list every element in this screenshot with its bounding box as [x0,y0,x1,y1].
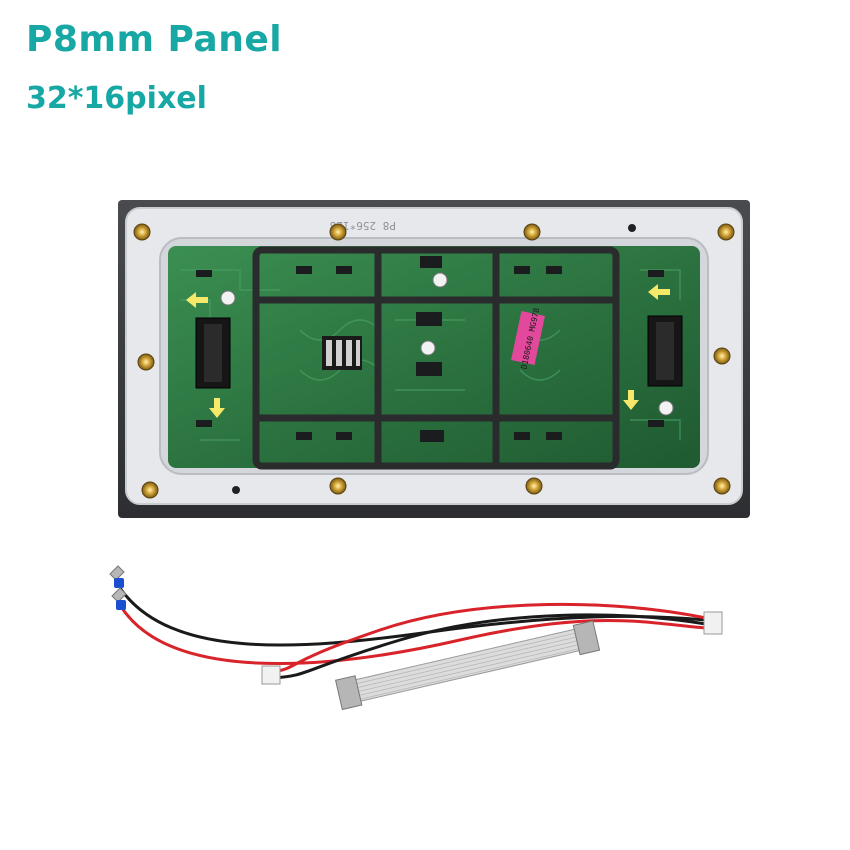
arrow-down-icon-right [623,390,639,410]
ribbon-cable [334,620,601,711]
page-subtitle: 32*16pixel [26,81,207,116]
data-connector-left [195,317,231,389]
fork-terminal-icon [109,565,127,610]
module-sticker: D180640 MG978 [511,307,545,370]
power-connector-left [261,665,281,685]
arrow-left-icon [186,292,208,308]
mask-frame [252,246,620,470]
ribbon-plug-left [334,675,363,711]
arrow-icons [186,284,670,418]
capacitors [220,272,674,416]
mounting-screws [133,223,735,499]
power-cable [109,565,723,685]
arrow-down-icon [209,398,225,418]
power-terminal [322,336,362,370]
led-panel-module: D180640 MG978 P8 256*128 [118,200,750,518]
arrow-left-icon-right [648,284,670,300]
page-title: P8mm Panel [26,19,283,60]
driver-ics [196,256,664,442]
ribbon-plug-right [572,620,601,656]
power-connector-right [703,611,723,635]
silkscreen-label: P8 256*128 [330,219,396,232]
data-connector-right [647,315,683,387]
